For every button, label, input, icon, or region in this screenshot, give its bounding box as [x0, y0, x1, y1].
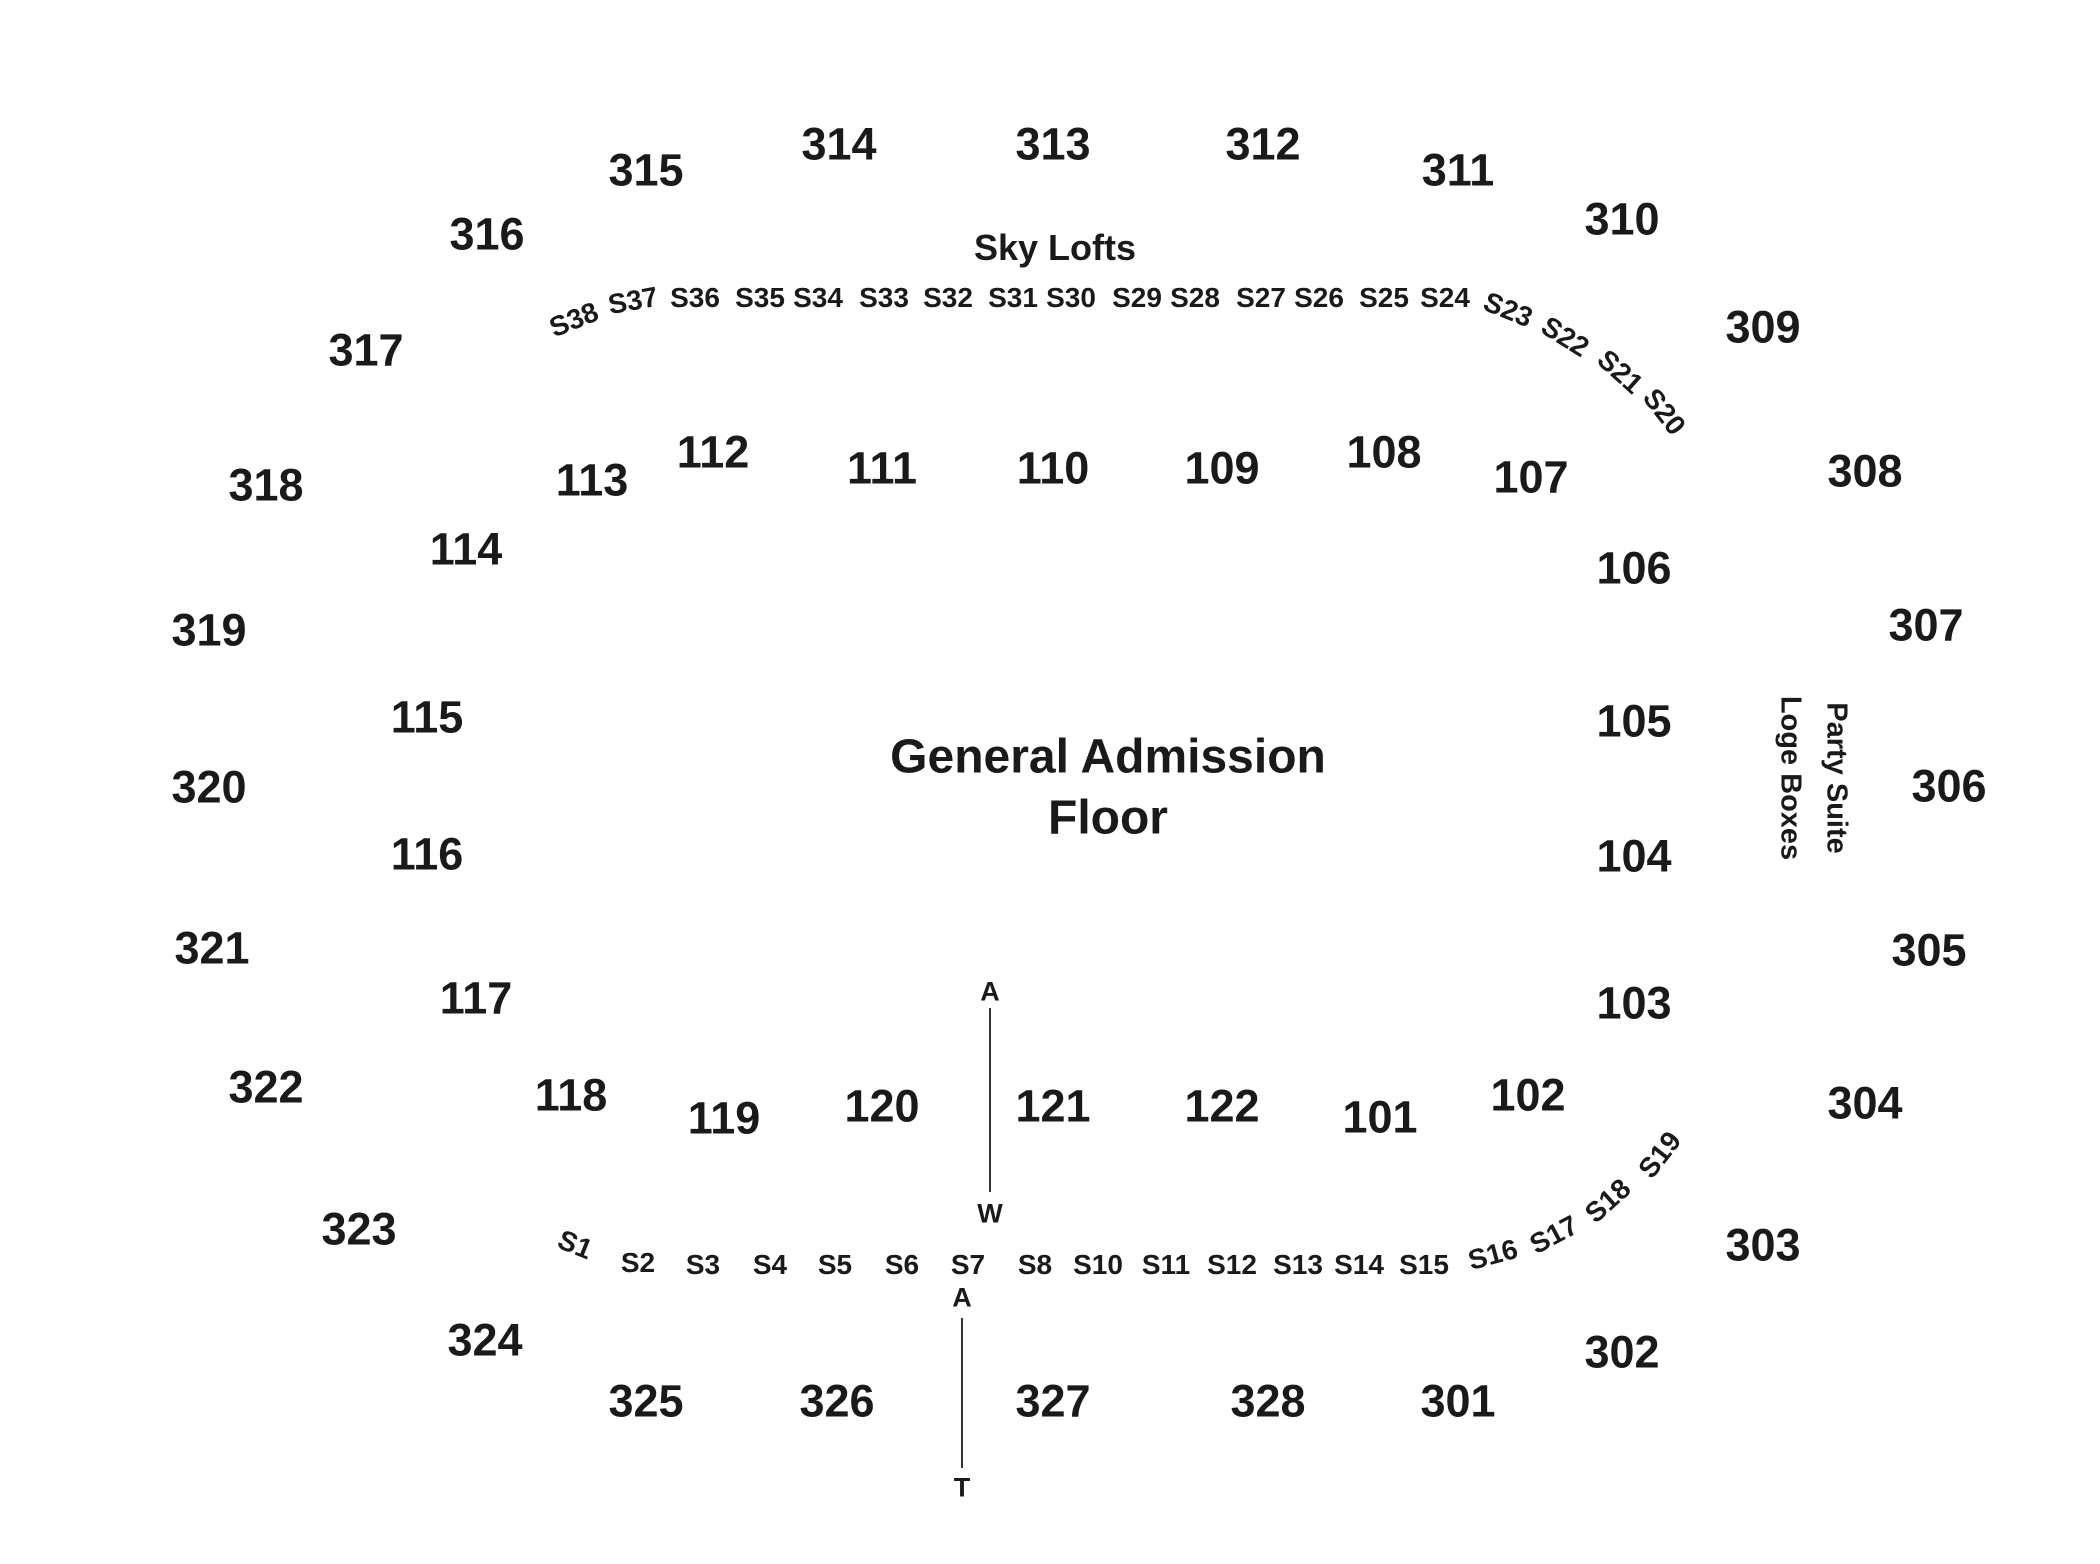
suite-s36[interactable]: S36: [670, 282, 720, 313]
suite-s5[interactable]: S5: [817, 1249, 853, 1280]
section-314[interactable]: 314: [801, 118, 877, 170]
section-117[interactable]: 117: [439, 972, 513, 1024]
section-302[interactable]: 302: [1584, 1326, 1660, 1378]
suite-s32[interactable]: S32: [923, 282, 973, 313]
section-122[interactable]: 122: [1184, 1080, 1260, 1132]
section-305[interactable]: 305: [1891, 924, 1967, 976]
section-312[interactable]: 312: [1225, 118, 1301, 170]
aisle-marker-upper-a: A: [980, 976, 1000, 1007]
suite-s6[interactable]: S6: [884, 1249, 920, 1280]
section-104[interactable]: 104: [1596, 830, 1672, 882]
section-319[interactable]: 319: [171, 604, 247, 656]
section-316[interactable]: 316: [449, 208, 525, 260]
section-308[interactable]: 308: [1827, 445, 1903, 497]
suite-s11[interactable]: S11: [1141, 1249, 1191, 1280]
sky-lofts-label: Sky Lofts: [973, 227, 1137, 268]
section-116[interactable]: 116: [390, 828, 464, 880]
section-119[interactable]: 119: [687, 1092, 761, 1144]
suite-s27[interactable]: S27: [1236, 282, 1286, 313]
suite-s26[interactable]: S26: [1294, 282, 1344, 313]
section-320[interactable]: 320: [171, 761, 247, 813]
section-323[interactable]: 323: [321, 1203, 397, 1255]
aisle-marker-lower-a: A: [952, 1282, 972, 1313]
section-112[interactable]: 112: [676, 426, 750, 478]
section-110[interactable]: 110: [1016, 442, 1090, 494]
suite-s3[interactable]: S3: [685, 1249, 721, 1280]
section-311[interactable]: 311: [1421, 144, 1495, 196]
aisle-marker-upper-w: W: [977, 1198, 1003, 1229]
suite-s25[interactable]: S25: [1359, 282, 1409, 313]
section-325[interactable]: 325: [608, 1375, 684, 1427]
section-307[interactable]: 307: [1888, 599, 1964, 651]
section-321[interactable]: 321: [174, 922, 250, 974]
section-102[interactable]: 102: [1490, 1069, 1566, 1121]
section-114[interactable]: 114: [429, 523, 503, 575]
section-327[interactable]: 327: [1015, 1375, 1091, 1427]
suite-s34[interactable]: S34: [793, 282, 843, 313]
suite-s10[interactable]: S10: [1073, 1249, 1123, 1280]
section-105[interactable]: 105: [1596, 695, 1672, 747]
section-115[interactable]: 115: [390, 691, 464, 743]
loge-boxes-label: Loge Boxes: [1774, 695, 1807, 861]
section-318[interactable]: 318: [228, 459, 304, 511]
section-107[interactable]: 107: [1493, 451, 1569, 503]
suite-s30[interactable]: S30: [1046, 282, 1096, 313]
section-322[interactable]: 322: [228, 1061, 304, 1113]
section-103[interactable]: 103: [1596, 977, 1672, 1029]
section-309[interactable]: 309: [1725, 301, 1801, 353]
suite-s31[interactable]: S31: [988, 282, 1038, 313]
suite-s29[interactable]: S29: [1112, 282, 1162, 313]
section-324[interactable]: 324: [447, 1314, 523, 1366]
section-310[interactable]: 310: [1584, 193, 1660, 245]
suite-s35[interactable]: S35: [735, 282, 785, 313]
section-315[interactable]: 315: [608, 144, 684, 196]
suite-s13[interactable]: S13: [1273, 1249, 1323, 1280]
suite-s8[interactable]: S8: [1017, 1249, 1053, 1280]
suite-s7[interactable]: S7: [950, 1249, 986, 1280]
section-118[interactable]: 118: [534, 1069, 608, 1121]
general-admission-floor-label[interactable]: General Admission Floor: [890, 727, 1326, 850]
section-328[interactable]: 328: [1230, 1375, 1306, 1427]
section-326[interactable]: 326: [799, 1375, 875, 1427]
section-317[interactable]: 317: [328, 324, 404, 376]
suite-s4[interactable]: S4: [752, 1249, 788, 1280]
ga-line1: General Admission: [890, 730, 1326, 784]
suite-s28[interactable]: S28: [1170, 282, 1220, 313]
section-306[interactable]: 306: [1911, 760, 1987, 812]
suite-s14[interactable]: S14: [1334, 1249, 1384, 1280]
section-303[interactable]: 303: [1725, 1219, 1801, 1271]
section-108[interactable]: 108: [1346, 426, 1422, 478]
suite-s24[interactable]: S24: [1420, 282, 1470, 313]
section-113[interactable]: 113: [555, 454, 629, 506]
section-111[interactable]: 111: [846, 442, 918, 494]
section-121[interactable]: 121: [1015, 1080, 1091, 1132]
suite-s12[interactable]: S12: [1207, 1249, 1257, 1280]
ga-line2: Floor: [1048, 792, 1168, 845]
section-120[interactable]: 120: [844, 1080, 920, 1132]
section-313[interactable]: 313: [1015, 118, 1091, 170]
aisle-marker-lower-t: T: [953, 1472, 971, 1503]
suite-s33[interactable]: S33: [859, 282, 909, 313]
party-suite-label: Party Suite: [1820, 702, 1853, 854]
section-109[interactable]: 109: [1184, 442, 1260, 494]
suite-s15[interactable]: S15: [1399, 1249, 1449, 1280]
section-101[interactable]: 101: [1342, 1091, 1418, 1143]
section-106[interactable]: 106: [1596, 542, 1672, 594]
section-301[interactable]: 301: [1420, 1375, 1496, 1427]
section-304[interactable]: 304: [1827, 1077, 1903, 1129]
suite-s2[interactable]: S2: [620, 1247, 656, 1278]
